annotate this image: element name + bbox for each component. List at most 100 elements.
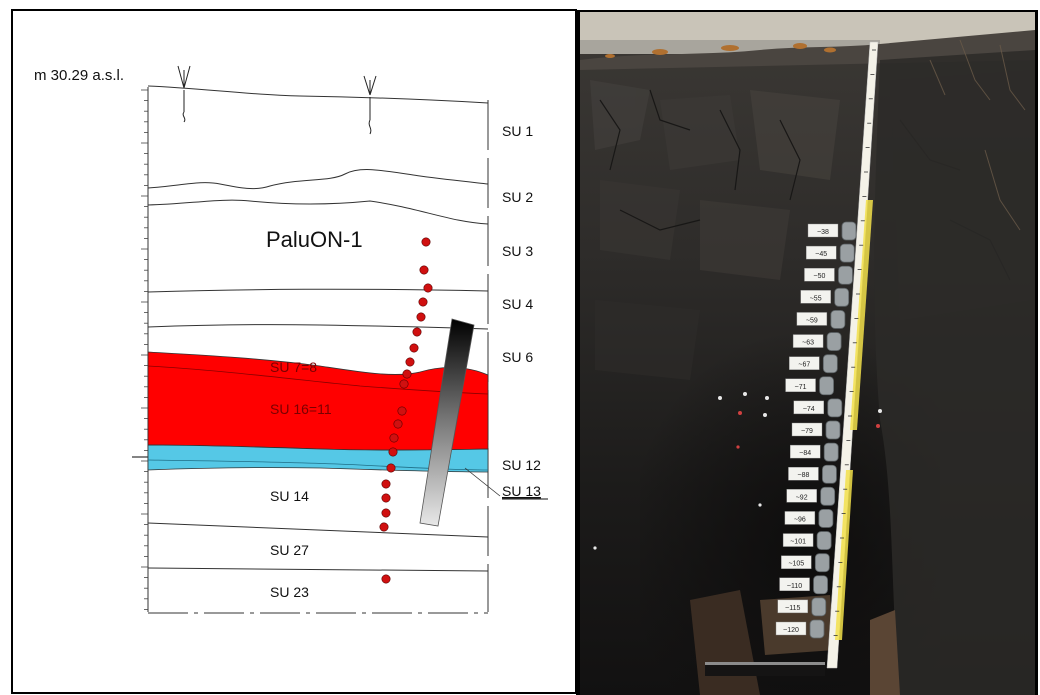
su6-label: SU 6 (502, 349, 533, 365)
photo-sample: ~88 (788, 464, 837, 484)
su27-top-line (147, 522, 489, 538)
sample-tag-label: ~96 (794, 516, 806, 523)
elevation-label: m 30.29 a.s.l. (34, 67, 124, 84)
sample-tag (807, 223, 839, 238)
tape-ticks (833, 49, 876, 636)
sample-tag-label: ~50 (814, 273, 826, 280)
sample-tag (791, 422, 823, 437)
photo-sample: ~120 (775, 619, 825, 639)
sample-tag (804, 268, 835, 282)
sample-tag-label: ~59 (806, 317, 818, 324)
sample-tag-label: ~38 (817, 229, 829, 236)
sample-tag (784, 511, 816, 525)
sample-tube (838, 265, 853, 285)
sample-tag-label: ~45 (815, 251, 827, 258)
photo-sample: ~92 (786, 486, 836, 506)
sample-tube (809, 619, 825, 639)
su13-leader (464, 467, 501, 497)
photo-sample: ~74 (793, 398, 843, 418)
sample-dot (399, 379, 409, 389)
su2-bottom-line (147, 199, 489, 225)
site-label: PaluON-1 (266, 227, 363, 252)
sample-tube (834, 287, 850, 307)
section-drawing-panel: m 30.29 a.s.l. (11, 9, 577, 694)
sample-tag-label: ~67 (798, 362, 810, 369)
sample-dot (393, 419, 403, 429)
photo-marker-pins (593, 392, 882, 550)
su13-line (147, 459, 489, 471)
sample-tag (777, 599, 808, 614)
su23-label: SU 23 (270, 584, 309, 600)
sample-tube (822, 354, 838, 374)
sample-tag-label: ~79 (801, 428, 813, 435)
sample-tag (782, 533, 814, 547)
photo-roots (929, 39, 1026, 231)
blue-layer-su12 (147, 444, 489, 473)
sample-tag-label: ~92 (796, 494, 808, 501)
sample-dot (423, 283, 433, 293)
sample-dot (389, 433, 399, 443)
sample-dot (381, 479, 391, 489)
su4-top-line (147, 288, 489, 293)
photo-right-wall (874, 50, 1035, 695)
sample-tube (827, 398, 843, 418)
sample-tube (825, 420, 841, 440)
sample-dot (381, 574, 391, 584)
sample-tag-label: ~120 (783, 627, 799, 634)
sample-dot (381, 508, 391, 518)
su14-label: SU 14 (270, 488, 309, 504)
sample-tube (813, 575, 828, 595)
sample-tag (789, 356, 820, 370)
photo-sample: ~101 (782, 531, 832, 550)
ruler-ticks (141, 89, 148, 610)
photo-bottom-wood (690, 590, 900, 695)
photo-sample: ~110 (779, 575, 828, 595)
photo-sample: ~79 (791, 420, 841, 440)
photo-sample: ~63 (792, 332, 842, 351)
sample-dot (405, 357, 415, 367)
sample-tube (814, 553, 830, 573)
sample-tube (819, 376, 834, 396)
sample-tube (811, 597, 827, 617)
sample-tag (792, 334, 824, 348)
sample-tag (790, 444, 821, 459)
photo-sample: ~84 (790, 442, 839, 462)
su23-top-line (147, 567, 489, 572)
sample-dot (381, 493, 391, 503)
sample-dot (421, 237, 431, 247)
su7-8-label: SU 7=8 (270, 359, 317, 375)
sample-tube (818, 509, 834, 528)
sample-tag-label: ~63 (802, 340, 814, 347)
sample-tag (779, 577, 810, 591)
photo-sample: ~45 (806, 243, 855, 263)
photo-sample: ~50 (804, 265, 853, 285)
sample-tag (796, 312, 828, 326)
sample-tube (816, 531, 832, 550)
photo-leaves (605, 43, 836, 58)
sample-dot (416, 312, 426, 322)
sample-dots (379, 237, 433, 584)
sample-dot (388, 447, 398, 457)
sample-tag (775, 621, 807, 636)
photo-sample-column: ~38~45~50~55~59~63~67~71~74~79~84~88~92~… (775, 221, 857, 639)
sample-tag (785, 378, 816, 392)
measuring-tape (826, 41, 879, 669)
sample-dot (409, 343, 419, 353)
sample-dot (397, 406, 407, 416)
ground-surface-line (147, 85, 489, 104)
su3-label: SU 3 (502, 243, 533, 259)
sample-tag-label: ~115 (785, 605, 800, 612)
su27-label: SU 27 (270, 542, 309, 558)
su2-top-line (147, 169, 489, 190)
sample-tag-label: ~55 (810, 295, 822, 302)
sample-tag (793, 400, 824, 415)
sample-tube (839, 243, 855, 263)
sample-tube (820, 486, 836, 506)
sample-tube (822, 464, 837, 484)
su6-top-line (147, 324, 489, 330)
sample-tube (823, 442, 839, 462)
sample-tag (806, 245, 837, 260)
sample-tag (781, 555, 812, 569)
su1-label: SU 1 (502, 123, 533, 139)
sample-tag-label: ~110 (787, 583, 802, 590)
